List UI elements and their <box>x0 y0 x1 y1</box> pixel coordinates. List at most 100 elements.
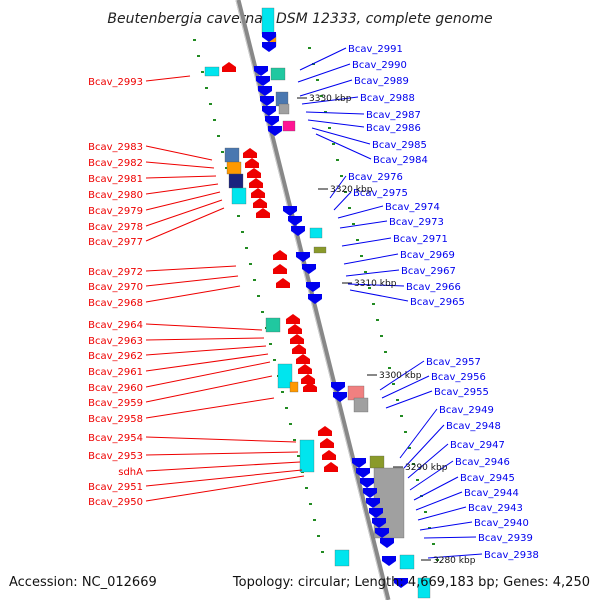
leader-line-right <box>315 133 372 160</box>
leader-line-left <box>145 469 303 487</box>
reverse-arrow <box>356 468 370 478</box>
leader-line-right <box>349 289 409 302</box>
leader-line-left <box>145 175 217 179</box>
forward-arrow <box>301 374 315 384</box>
reverse-arrow <box>256 76 270 86</box>
leader-line-right <box>409 460 454 491</box>
leader-line-right <box>379 360 425 391</box>
gene-label-left: Bcav_2978 <box>88 222 143 233</box>
leader-line-right <box>337 205 384 219</box>
accession-text: Accession: NC_012669 <box>9 575 157 590</box>
reverse-arrow <box>331 382 345 392</box>
gene-label-right: Bcav_2986 <box>366 123 421 134</box>
gene-label-right: Bcav_2940 <box>474 518 529 529</box>
kbp-label: 3300 kbp <box>379 371 422 381</box>
forward-arrow <box>292 344 306 354</box>
kbp-label: 3280 kbp <box>433 556 476 566</box>
feature-box <box>278 103 290 115</box>
gene-label-left: Bcav_2961 <box>88 367 143 378</box>
leader-line-right <box>307 119 365 128</box>
gene-label-right: Bcav_2966 <box>406 282 461 293</box>
feature-box <box>270 67 286 81</box>
gene-label-left: Bcav_2977 <box>88 237 143 248</box>
leader-line-left <box>145 207 225 242</box>
gene-label-right: Bcav_2990 <box>352 60 407 71</box>
gene-label-right: Bcav_2938 <box>484 550 539 561</box>
gene-label-right: Bcav_2946 <box>455 457 510 468</box>
gene-label-right: Bcav_2974 <box>385 202 440 213</box>
leader-line-left <box>145 461 301 472</box>
kbp-label: 3310 kbp <box>354 279 397 289</box>
leader-line-right <box>343 253 399 265</box>
gene-label-right: Bcav_2948 <box>446 421 501 432</box>
gene-label-left: Bcav_2950 <box>88 497 143 508</box>
feature-box <box>282 120 296 132</box>
gene-label-right: Bcav_2988 <box>360 93 415 104</box>
gene-label-left: Bcav_2983 <box>88 142 143 153</box>
leader-line-left <box>145 75 191 82</box>
leader-line-left <box>145 345 267 356</box>
feature-box <box>399 554 415 570</box>
gene-label-left: Bcav_2979 <box>88 206 143 217</box>
leader-line-right <box>339 220 388 229</box>
leader-line-right <box>399 408 438 459</box>
gene-label-right: Bcav_2957 <box>426 357 481 368</box>
leader-line-right <box>297 63 351 83</box>
leader-line-left <box>145 375 273 403</box>
reverse-arrow <box>262 106 276 116</box>
gene-label-left: Bcav_2982 <box>88 158 143 169</box>
feature-box <box>277 363 293 389</box>
reverse-arrow <box>352 458 366 468</box>
gene-label-right: Bcav_2967 <box>401 266 456 277</box>
reverse-arrow <box>363 488 377 498</box>
forward-arrow <box>243 148 257 158</box>
forward-arrow <box>290 334 304 344</box>
leader-line-right <box>407 443 449 479</box>
forward-arrow <box>322 450 336 460</box>
reverse-arrow <box>380 538 394 548</box>
gene-label-right: Bcav_2989 <box>354 76 409 87</box>
tick-marks <box>193 39 439 561</box>
gene-label-left: Bcav_2993 <box>88 77 143 88</box>
gene-label-left: Bcav_2970 <box>88 282 143 293</box>
reverse-arrow <box>308 294 322 304</box>
leader-line-right <box>385 390 433 409</box>
forward-arrow <box>251 188 265 198</box>
reverse-arrow <box>333 392 347 402</box>
leader-line-right <box>403 424 445 469</box>
leader-line-right <box>301 96 359 105</box>
feature-box <box>417 577 431 599</box>
gene-label-right: Bcav_2976 <box>348 172 403 183</box>
gene-label-left: Bcav_2954 <box>88 433 143 444</box>
leader-line-right <box>423 536 477 539</box>
reverse-arrow <box>360 478 374 488</box>
gene-label-right: Bcav_2956 <box>431 372 486 383</box>
forward-arrow <box>273 264 287 274</box>
leader-line-right <box>299 79 353 97</box>
gene-label-right: Bcav_2984 <box>373 155 428 166</box>
forward-arrow <box>303 382 317 392</box>
gene-label-left: Bcav_2960 <box>88 383 143 394</box>
gene-label-right: Bcav_2965 <box>410 297 465 308</box>
gene-label-right: Bcav_2985 <box>372 140 427 151</box>
reverse-arrow <box>291 226 305 236</box>
reverse-arrow <box>296 252 310 262</box>
forward-arrow <box>296 354 310 364</box>
feature-box <box>261 7 275 35</box>
forward-arrow <box>256 208 270 218</box>
gene-label-right: Bcav_2987 <box>366 110 421 121</box>
leader-line-left <box>145 161 215 169</box>
gene-label-right: Bcav_2944 <box>464 488 519 499</box>
reverse-arrow <box>306 282 320 292</box>
leader-line-left <box>145 337 265 341</box>
leader-line-right <box>413 476 459 501</box>
leader-line-left <box>145 183 219 195</box>
feature-box <box>224 147 240 163</box>
leader-line-right <box>299 47 347 71</box>
leader-line-left <box>145 275 239 287</box>
label-leaders <box>145 47 483 559</box>
leader-line-right <box>417 506 467 521</box>
gene-label-right: Bcav_2945 <box>460 473 515 484</box>
forward-arrow <box>320 438 334 448</box>
feature-box <box>313 246 327 254</box>
